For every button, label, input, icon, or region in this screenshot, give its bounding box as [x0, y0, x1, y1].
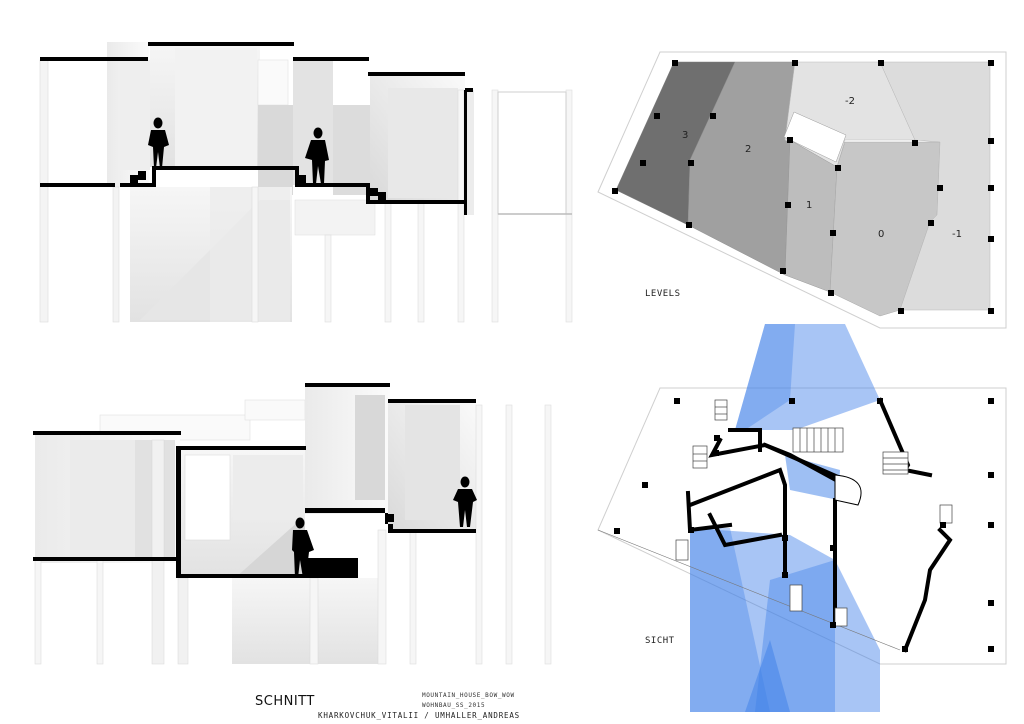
authors: KHARKOVCHUK_VITALII / UMHALLER_ANDREAS [318, 711, 520, 720]
sight-caption: SICHT [645, 636, 675, 646]
level-label: 2 [745, 144, 751, 155]
level-label: -1 [952, 229, 962, 240]
levels-caption: LEVELS [645, 289, 681, 299]
human-figure [453, 476, 477, 527]
title-block: SCHNITT MOUNTAIN_HOUSE_BOW_WOW WOHNBAU_S… [255, 692, 520, 720]
level-label: -2 [845, 96, 855, 107]
level-label: 0 [878, 229, 884, 240]
levels-plan: 3 2 -2 1 0 -1 LEVELS [597, 51, 1007, 329]
project-name: MOUNTAIN_HOUSE_BOW_WOW [422, 692, 515, 699]
section-upper [39, 42, 573, 323]
level-label: 3 [682, 130, 688, 141]
sight-plan: SICHT [597, 324, 1007, 712]
section-lower [33, 383, 552, 665]
human-figure [148, 117, 169, 168]
view-cones [690, 324, 880, 712]
human-figure [292, 517, 314, 578]
sheet-title: SCHNITT [255, 694, 315, 709]
human-figure [305, 127, 329, 184]
level-label: 1 [806, 200, 812, 211]
course-name: WOHNBAU_SS_2015 [422, 702, 485, 709]
